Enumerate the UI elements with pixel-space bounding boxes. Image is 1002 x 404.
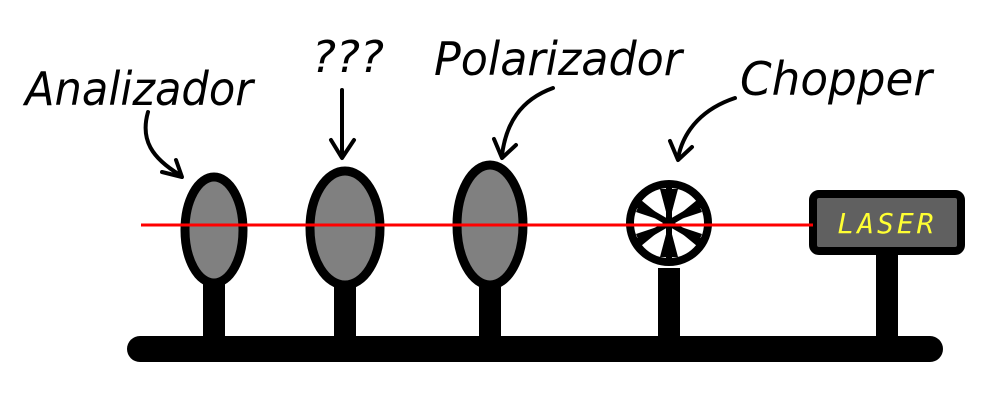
polarizer-label: Polarizador xyxy=(434,32,685,86)
analyzer-lens xyxy=(180,172,248,288)
analyzer-post xyxy=(203,282,225,342)
chopper-arrow xyxy=(668,96,737,162)
polarizer-post xyxy=(479,282,501,342)
chopper-post xyxy=(658,268,680,342)
unknown-element-lens xyxy=(305,166,385,290)
laser-label: LASER xyxy=(837,207,936,240)
chopper-label: Chopper xyxy=(740,52,935,106)
unknown-element-label: ??? xyxy=(312,32,384,83)
analyzer-arrow xyxy=(143,110,184,179)
laser-post xyxy=(876,250,898,342)
laser-box xyxy=(809,190,965,255)
unknown-element-post xyxy=(334,282,356,342)
analyzer-label: Analizador xyxy=(22,62,256,116)
chopper-wheel xyxy=(626,180,712,266)
polarizer-arrow xyxy=(492,86,555,160)
unknown-element-arrow xyxy=(329,88,356,160)
